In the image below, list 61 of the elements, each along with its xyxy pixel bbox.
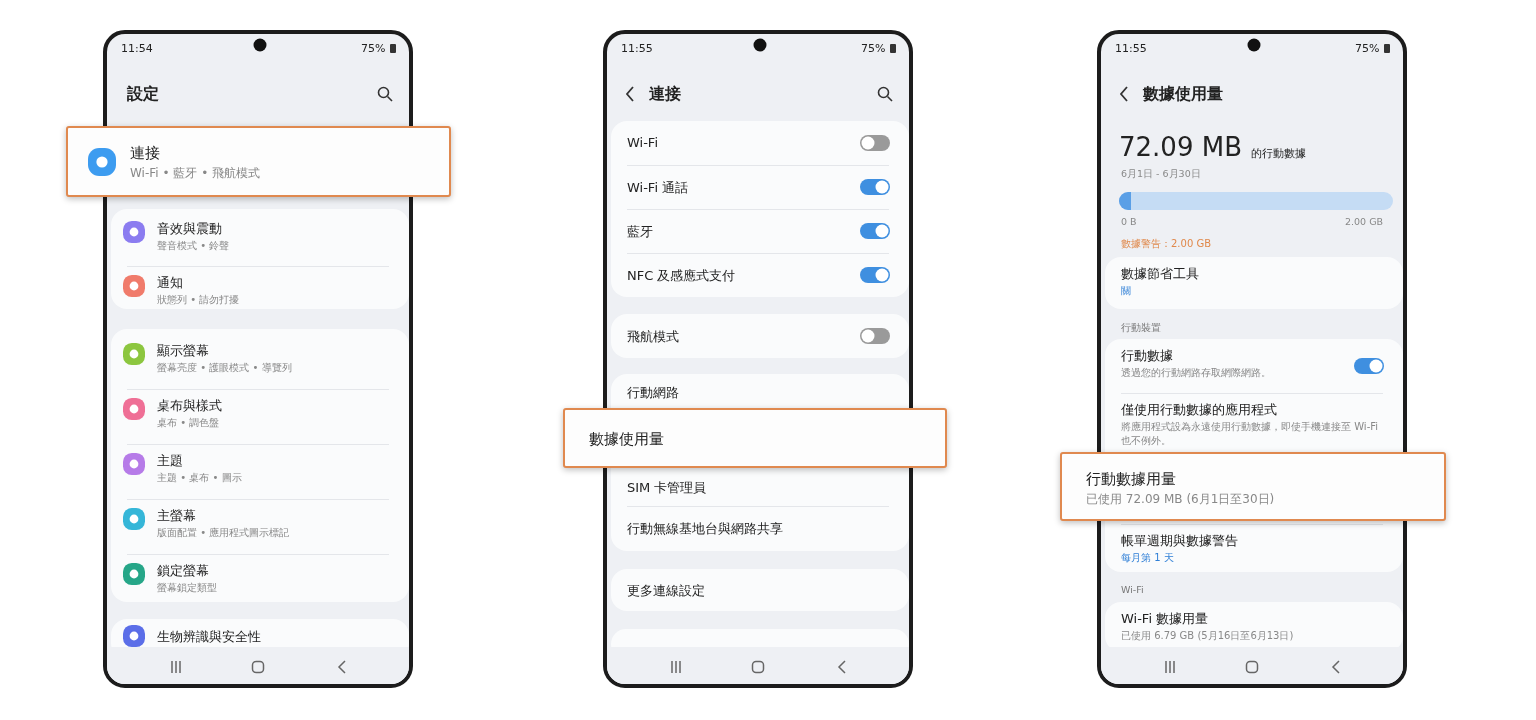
item-subtitle: 螢幕鎖定類型	[157, 581, 218, 595]
battery-level: 75%	[361, 42, 386, 55]
item-title: Wi-Fi 通話	[627, 179, 689, 197]
section-header: 行動裝置	[1121, 322, 1161, 335]
item-title: 僅使用行動數據的應用程式	[1121, 401, 1277, 419]
usage-caption: 的行動數據	[1251, 146, 1306, 161]
item-subtitle: 關	[1121, 284, 1132, 298]
item-subtitle: 狀態列 • 請勿打擾	[157, 293, 241, 307]
item-title: 行動無線基地台與網路共享	[627, 520, 783, 538]
item-subtitle: 桌布 • 調色盤	[157, 416, 221, 430]
phone-frame	[603, 30, 913, 688]
item-title: NFC 及感應式支付	[627, 267, 736, 285]
page-title: 設定	[127, 84, 159, 105]
battery-level: 75%	[861, 42, 886, 55]
highlight-box	[563, 408, 947, 468]
phone-frame	[103, 30, 413, 688]
item-title: 生物辨識與安全性	[157, 628, 261, 646]
page-title: 連接	[649, 84, 681, 105]
item-title: 主螢幕	[157, 507, 196, 525]
item-title: 行動數據	[1121, 347, 1173, 365]
item-subtitle: 已使用 72.09 MB (6月1日至30日)	[1086, 491, 1276, 508]
item-title: Wi-Fi 數據用量	[1121, 610, 1209, 628]
item-subtitle: 聲音模式 • 鈴聲	[157, 239, 231, 253]
warning-text: 數據警告：2.00 GB	[1121, 237, 1212, 251]
battery-level: 75%	[1355, 42, 1380, 55]
scale-max-label: 2.00 GB	[1345, 216, 1384, 227]
item-title: 音效與震動	[157, 220, 222, 238]
status-time: 11:55	[1115, 42, 1147, 55]
scale-min-label: 0 B	[1121, 216, 1137, 227]
highlight-box	[66, 126, 451, 197]
item-title: 連接	[130, 144, 160, 163]
item-subtitle: 每月第 1 天	[1121, 551, 1175, 565]
item-title: 帳單週期與數據警告	[1121, 532, 1238, 550]
item-title: 主題	[157, 452, 183, 470]
status-time: 11:55	[621, 42, 653, 55]
item-title: 飛航模式	[627, 328, 679, 346]
item-subtitle: 已使用 6.79 GB (5月16日至6月13日)	[1121, 629, 1295, 643]
item-title: 數據使用量	[589, 430, 664, 449]
item-title: 更多連線設定	[627, 582, 705, 600]
item-subtitle: 主題 • 桌布 • 圖示	[157, 471, 243, 485]
item-title: 行動數據用量	[1086, 470, 1176, 489]
item-subtitle: Wi-Fi • 藍牙 • 飛航模式	[130, 165, 262, 182]
item-title: 通知	[157, 274, 183, 292]
item-subtitle: 將應用程式設為永遠使用行動數據，即使手機連接至 Wi-Fi 也不例外。	[1121, 420, 1380, 447]
item-title: 鎖定螢幕	[157, 562, 209, 580]
section-header: Wi-Fi	[1121, 584, 1144, 595]
page-title: 數據使用量	[1143, 84, 1223, 105]
item-title: 藍牙	[627, 223, 653, 241]
item-title: 數據節省工具	[1121, 265, 1199, 283]
usage-amount: 72.09 MB	[1119, 132, 1242, 162]
status-time: 11:54	[121, 42, 153, 55]
item-subtitle: 版面配置 • 應用程式圖示標記	[157, 526, 291, 540]
highlight-box	[1060, 452, 1446, 521]
item-title: SIM 卡管理員	[627, 479, 707, 497]
item-title: 顯示螢幕	[157, 342, 209, 360]
item-title: Wi-Fi	[627, 135, 658, 150]
item-subtitle: 螢幕亮度 • 護眼模式 • 導覽列	[157, 361, 293, 375]
item-title: 行動網路	[627, 384, 679, 402]
item-subtitle: 透過您的行動網路存取網際網路。	[1121, 366, 1272, 380]
item-title: 桌布與樣式	[157, 397, 222, 415]
date-range: 6月1日 - 6月30日	[1121, 168, 1201, 181]
